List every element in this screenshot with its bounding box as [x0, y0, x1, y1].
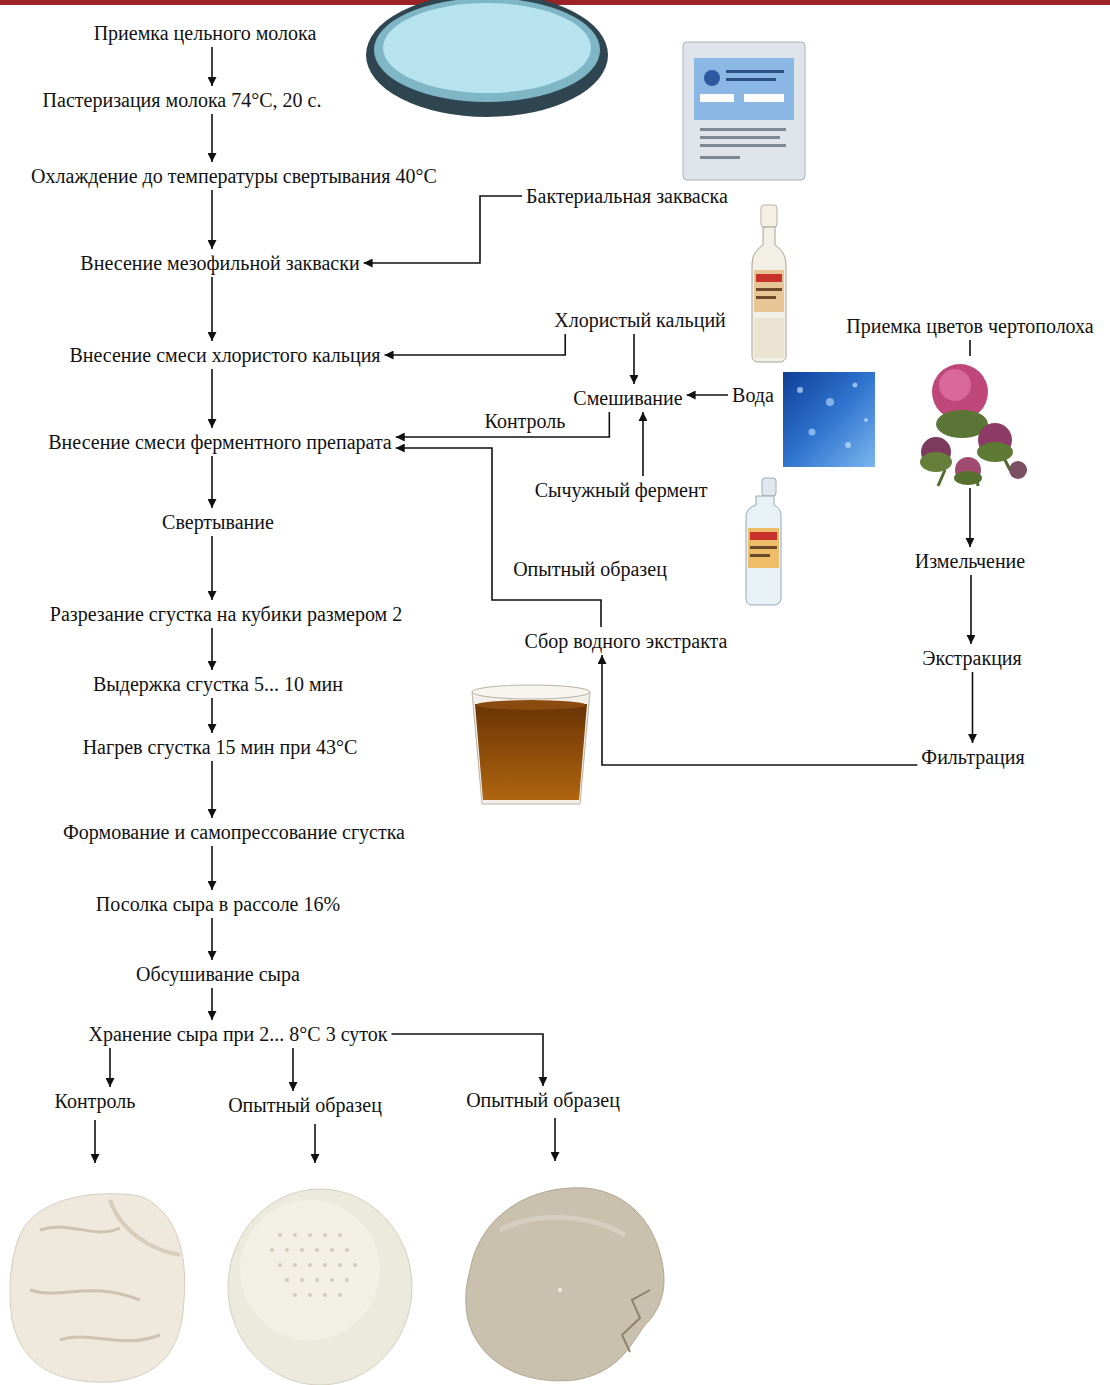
step-text: Внесение смеси хлористого кальция	[69, 343, 380, 367]
flow-arrow	[211, 698, 213, 733]
milk-dish	[366, 0, 608, 117]
flow-arrow	[292, 1048, 294, 1091]
process-step: Пастеризация молока 74°С, 20 с.	[39, 86, 326, 114]
flow-arrow	[211, 456, 213, 508]
flow-arrow	[970, 575, 972, 644]
step-text: Контроль	[55, 1089, 136, 1113]
process-step: Нагрев сгустка 15 мин при 43°С	[79, 733, 362, 761]
process-step: Внесение мезофильной закваски	[76, 249, 363, 277]
step-text: Нагрев сгустка 15 мин при 43°С	[83, 735, 358, 759]
process-step: Свертывание	[158, 508, 278, 536]
step-text: Приемка цветов чертополоха	[846, 314, 1093, 338]
step-text: Охлаждение до температуры свертывания 40…	[31, 164, 437, 188]
process-step: Вода	[728, 381, 778, 409]
process-step: Формование и самопрессование сгустка	[59, 818, 409, 846]
step-text: Формование и самопрессование сгустка	[63, 820, 405, 844]
step-text: Свертывание	[162, 510, 274, 534]
process-step: Контроль	[51, 1087, 140, 1115]
edge-label: Контроль	[483, 410, 568, 433]
flow-arrow	[211, 47, 213, 86]
step-text: Выдержка сгустка 5... 10 мин	[93, 672, 343, 696]
starter-packet	[683, 42, 805, 180]
extract-cup	[472, 685, 590, 804]
step-text: Экстракция	[922, 646, 1021, 670]
step-text: Внесение смеси ферментного препарата	[48, 430, 392, 454]
step-text: Опытный образец	[228, 1093, 382, 1117]
process-step: Фильтрация	[917, 743, 1028, 771]
process-step: Обсушивание сыра	[132, 960, 304, 988]
process-step: Бактериальная закваска	[522, 182, 732, 210]
calcium-bottle	[752, 205, 786, 362]
flow-arrow	[211, 114, 213, 162]
step-text: Пастеризация молока 74°С, 20 с.	[43, 88, 322, 112]
process-step: Хранение сыра при 2... 8°С 3 суток	[85, 1020, 392, 1048]
flow-arrow	[687, 394, 728, 396]
step-text: Обсушивание сыра	[136, 962, 300, 986]
sample-cheese	[228, 1189, 412, 1385]
step-text: Бактериальная закваска	[526, 184, 728, 208]
step-text: Опытный образец	[466, 1088, 620, 1112]
process-step: Выдержка сгустка 5... 10 мин	[89, 670, 347, 698]
step-text: Сычужный фермент	[535, 478, 708, 502]
step-text: Внесение мезофильной закваски	[80, 251, 359, 275]
process-step: Экстракция	[918, 644, 1025, 672]
process-step: Смешивание	[569, 384, 686, 412]
flow-arrow	[211, 918, 213, 960]
step-text: Фильтрация	[921, 745, 1024, 769]
control-cheese	[10, 1194, 185, 1383]
process-step: Приемка цельного молока	[90, 19, 321, 47]
flow-arrow	[972, 672, 974, 743]
process-step: Сычужный фермент	[531, 476, 712, 504]
process-step: Измельчение	[911, 547, 1029, 575]
flow-arrow	[211, 988, 213, 1020]
process-step: Охлаждение до температуры свертывания 40…	[27, 162, 441, 190]
flow-arrow	[211, 628, 213, 670]
flow-arrow	[211, 190, 213, 249]
step-text: Разрезание сгустка на кубики размером 2	[50, 602, 402, 626]
step-text: Вода	[732, 383, 774, 407]
process-step: Внесение смеси ферментного препарата	[44, 428, 396, 456]
water-swatch	[783, 372, 875, 467]
process-step: Разрезание сгустка на кубики размером 2	[46, 600, 406, 628]
flow-arrow	[633, 334, 635, 384]
step-text: Посолка сыра в рассоле 16%	[96, 892, 340, 916]
step-text: Хлористый кальций	[554, 308, 726, 332]
step-text: Измельчение	[915, 549, 1025, 573]
process-step: Посолка сыра в рассоле 16%	[92, 890, 344, 918]
process-step: Приемка цветов чертополоха	[842, 312, 1097, 340]
process-step: Хлористый кальций	[550, 306, 730, 334]
flow-arrow	[211, 369, 213, 428]
flow-arrow	[385, 334, 566, 355]
flow-arrow	[642, 412, 644, 476]
edge-label: Опытный образец	[511, 558, 669, 581]
flow-arrow	[602, 655, 917, 765]
sample-cheese	[466, 1188, 664, 1381]
flow-arrow	[364, 196, 522, 263]
flow-arrow	[211, 846, 213, 890]
process-step: Опытный образец	[462, 1086, 624, 1114]
rennet-bottle	[746, 478, 781, 605]
flow-arrow	[211, 761, 213, 818]
step-text: Смешивание	[573, 386, 682, 410]
result-arrows	[95, 1118, 555, 1163]
process-step: Внесение смеси хлористого кальция	[65, 341, 384, 369]
flow-arrow	[211, 536, 213, 600]
flow-arrow	[391, 1034, 543, 1086]
flow-arrow	[109, 1048, 111, 1087]
step-text: Хранение сыра при 2... 8°С 3 суток	[89, 1022, 388, 1046]
process-step: Опытный образец	[224, 1091, 386, 1119]
step-text: Сбор водного экстракта	[525, 629, 728, 653]
step-text: Приемка цельного молока	[94, 21, 317, 45]
flow-arrow	[396, 448, 601, 627]
flow-arrow	[211, 277, 213, 341]
process-step: Сбор водного экстракта	[521, 627, 732, 655]
thistle-flowers	[912, 356, 1032, 488]
